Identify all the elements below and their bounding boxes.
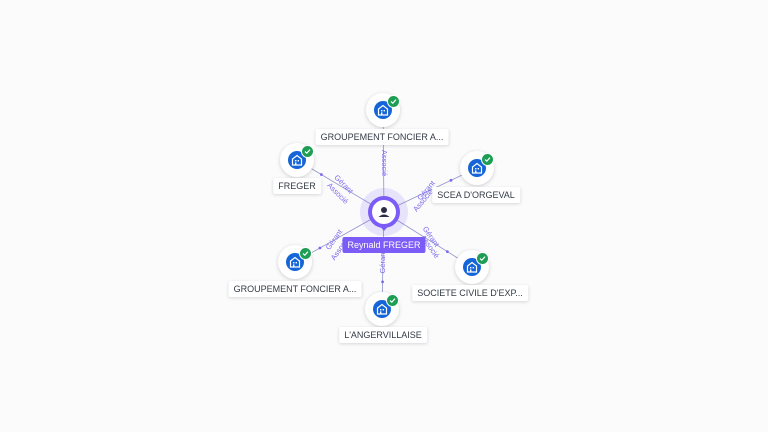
edge-arrow-freger [319, 173, 323, 176]
edge-arrow-scie [445, 250, 449, 254]
edge-arrow-gfa2 [318, 246, 322, 250]
company-node-scea[interactable] [460, 151, 494, 185]
company-label-scea[interactable]: SCEA D'ORGEVAL [432, 187, 520, 203]
verified-check-icon [386, 294, 399, 307]
company-label-gfa2[interactable]: GROUPEMENT FONCIER A... [228, 281, 362, 297]
edge-arrow-scea [449, 178, 453, 182]
company-label-langer[interactable]: L'ANGERVILLAISE [339, 327, 427, 343]
center-node-inner [372, 200, 396, 224]
building-icon [376, 303, 388, 315]
verified-check-icon [301, 145, 314, 158]
edge-arrow-langer [381, 280, 384, 284]
company-label-gfa1[interactable]: GROUPEMENT FONCIER A... [315, 129, 449, 145]
center-person-node[interactable] [360, 188, 408, 236]
edge-gfa1 [382, 109, 385, 213]
building-icon [377, 104, 389, 116]
company-node-scie[interactable] [455, 250, 489, 284]
building-icon [291, 154, 303, 166]
company-node-langer[interactable] [365, 292, 399, 326]
verified-check-icon [387, 95, 400, 108]
building-icon [466, 261, 478, 273]
edge-label-langer-0: Gérant [378, 250, 387, 274]
building-icon [471, 162, 483, 174]
company-node-gfa1[interactable] [366, 93, 400, 127]
verified-check-icon [299, 247, 312, 260]
building-icon [289, 256, 301, 268]
center-node-pin [368, 196, 400, 228]
center-person-label[interactable]: Reynald FREGER [342, 237, 426, 253]
company-node-freger[interactable] [280, 143, 314, 177]
verified-check-icon [476, 252, 489, 265]
company-label-freger[interactable]: FREGER [273, 178, 321, 194]
person-icon [378, 207, 390, 217]
verified-check-icon [481, 153, 494, 166]
company-label-scie[interactable]: SOCIETE CIVILE D'EXP... [412, 285, 528, 301]
company-node-gfa2[interactable] [278, 245, 312, 279]
edge-label-gfa1-0: Associé [380, 150, 389, 176]
